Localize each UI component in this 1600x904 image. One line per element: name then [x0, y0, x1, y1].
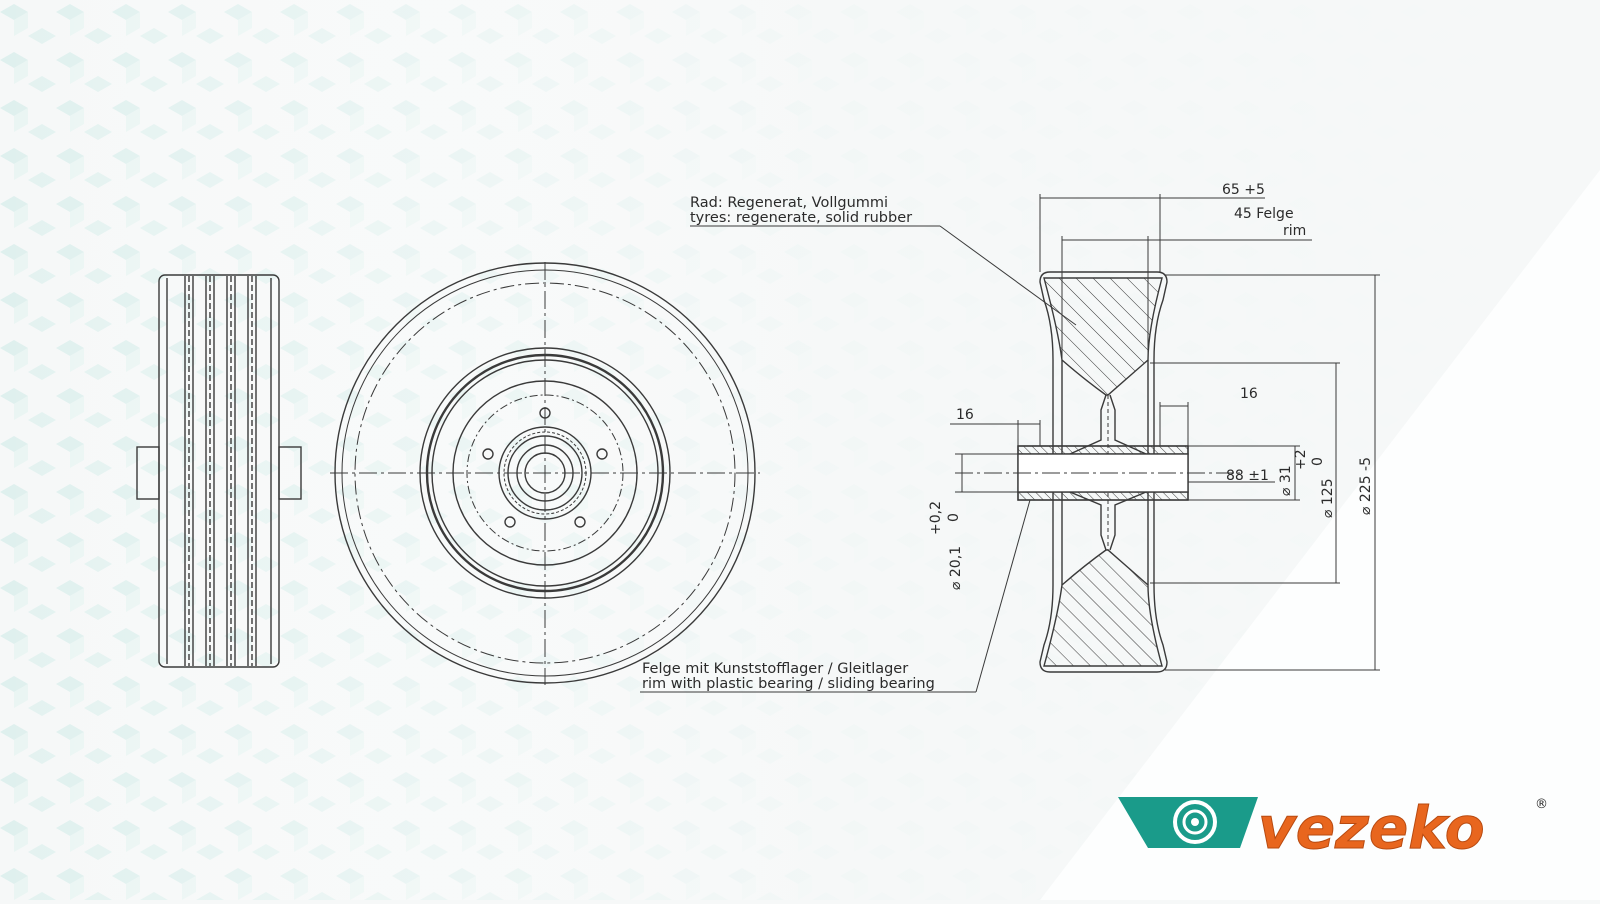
rim-label-en: rim with plastic bearing / sliding beari…: [642, 676, 935, 692]
section-view: [955, 271, 1240, 673]
dim-bore-tol-lower: 0: [946, 513, 962, 522]
dim-wheel-diameter: ⌀ 225 -5: [1358, 457, 1374, 515]
dim-hub-length: 88 ±1: [1226, 468, 1269, 484]
dim-rim-width-en: rim: [1283, 223, 1306, 239]
logo-swirl-icon: [1173, 800, 1217, 844]
dim-bore-diameter: ⌀ 20,1: [948, 546, 964, 590]
rim-label-de: Felge mit Kunststofflager / Gleitlager: [642, 661, 908, 677]
dim-bore-tol-upper: +0,2: [928, 501, 944, 535]
dim-hub-offset-left: 16: [956, 407, 974, 423]
dim-rim-diameter: ⌀ 125: [1320, 478, 1336, 518]
tyre-label-de: Rad: Regenerat, Vollgummi: [690, 195, 888, 211]
dim-rim-tol-lower: 0: [1310, 457, 1326, 466]
callout-labels: Rad: Regenerat, Vollgummi tyres: regener…: [642, 195, 935, 692]
vezeko-logo: vezeko ®: [1118, 794, 1548, 863]
background-diagonal: [1040, 170, 1600, 900]
dimension-labels: 65 +5 45 Felge rim 16 16 88 ±1 ⌀ 31 ⌀ 12…: [928, 182, 1374, 590]
logo-registered: ®: [1535, 797, 1548, 812]
side-view: [136, 274, 302, 668]
dim-rim-width: 45 Felge: [1234, 206, 1294, 222]
tyre-label-en: tyres: regenerate, solid rubber: [690, 210, 912, 226]
dim-hub-offset-right: 16: [1240, 386, 1258, 402]
dimension-lines: [640, 194, 1380, 693]
logo-emblem: [1118, 797, 1258, 848]
dim-hub-diameter: ⌀ 31: [1278, 465, 1294, 496]
front-view: [330, 262, 760, 685]
logo-wordmark: vezeko: [1258, 794, 1485, 862]
dim-overall-width: 65 +5: [1222, 182, 1265, 198]
dim-rim-tol-upper: +2: [1293, 449, 1309, 470]
